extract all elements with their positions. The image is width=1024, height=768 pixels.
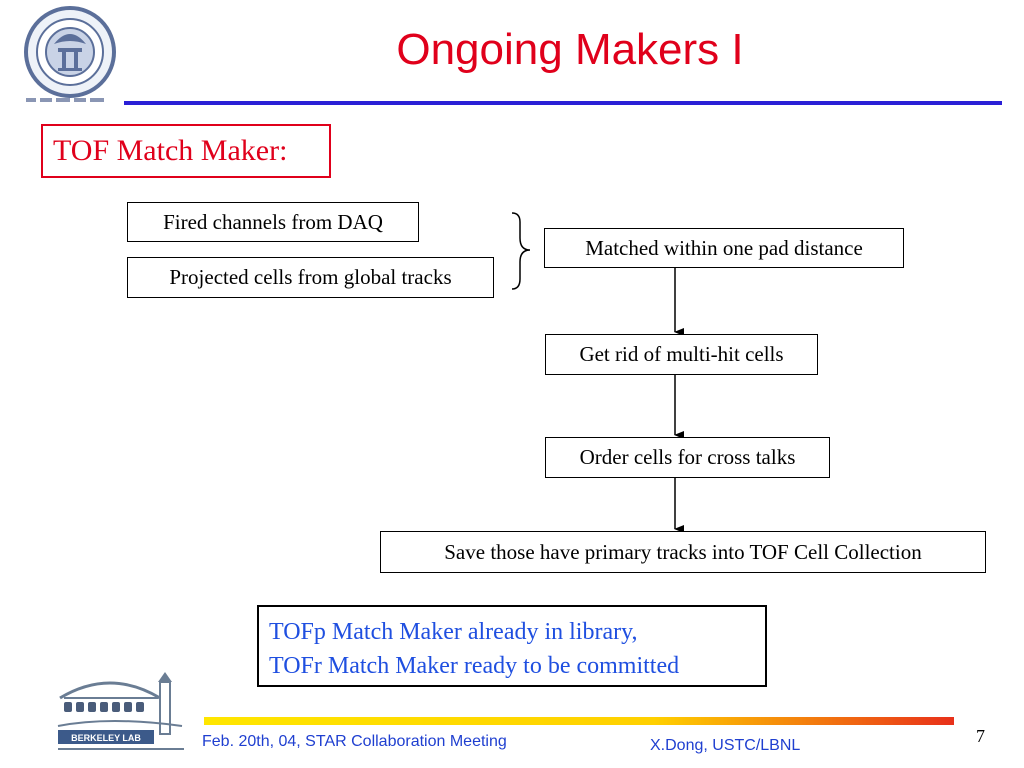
flow-step-matched: Matched within one pad distance <box>544 228 904 268</box>
title-divider <box>124 101 1002 105</box>
flow-input-fired-channels: Fired channels from DAQ <box>127 202 419 242</box>
footer-author: X.Dong, USTC/LBNL <box>650 737 801 754</box>
university-seal-icon <box>24 6 116 102</box>
flow-step-remove-multihit: Get rid of multi-hit cells <box>545 334 818 375</box>
flow-input-projected-cells: Projected cells from global tracks <box>127 257 494 298</box>
status-note: TOFp Match Maker already in library, TOF… <box>257 605 767 687</box>
page-number: 7 <box>976 726 985 746</box>
footer-meeting-info: Feb. 20th, 04, STAR Collaboration Meetin… <box>202 733 507 750</box>
flow-step-save-cells: Save those have primary tracks into TOF … <box>380 531 986 573</box>
status-note-line-2: TOFr Match Maker ready to be committed <box>269 653 680 679</box>
section-heading: TOF Match Maker: <box>41 124 331 178</box>
slide-title: Ongoing Makers I <box>396 25 744 74</box>
lab-logo-text: BERKELEY LAB <box>71 733 141 743</box>
flow-step-order-cells: Order cells for cross talks <box>545 437 830 478</box>
berkeley-lab-logo-icon: BERKELEY LAB <box>57 672 184 750</box>
status-note-line-1: TOFp Match Maker already in library, <box>269 619 638 645</box>
footer-divider <box>204 717 954 725</box>
merge-brace <box>511 212 531 290</box>
